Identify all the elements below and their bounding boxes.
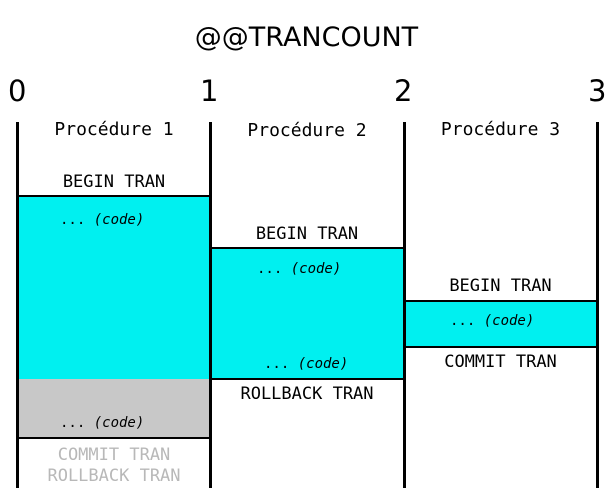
level-line-1 xyxy=(209,122,212,488)
tick-2: 2 xyxy=(394,74,413,108)
proc3-title: Procédure 3 xyxy=(440,119,561,140)
proc2-active-block xyxy=(210,248,404,379)
proc1-begin-line xyxy=(17,195,210,197)
proc1-end-line xyxy=(17,437,210,439)
proc2-end-line xyxy=(210,378,404,380)
proc3-begin-tran: BEGIN TRAN xyxy=(449,276,552,296)
proc3-begin-line xyxy=(404,300,597,302)
level-line-3 xyxy=(596,122,599,488)
proc2-begin-line xyxy=(210,247,404,249)
proc1-rolledback-block xyxy=(17,379,210,438)
proc1-title: Procédure 1 xyxy=(54,119,174,140)
proc1-active-block xyxy=(17,196,210,379)
proc2-code-2: ... (code) xyxy=(264,356,349,372)
proc2-rollback-tran: ROLLBACK TRAN xyxy=(240,384,374,404)
level-line-2 xyxy=(403,122,406,488)
proc3-end-line xyxy=(404,346,597,348)
proc1-begin-tran: BEGIN TRAN xyxy=(62,172,166,192)
proc3-active-block xyxy=(404,301,597,347)
proc3-commit-tran: COMMIT TRAN xyxy=(444,352,557,372)
proc1-code-1: ... (code) xyxy=(60,212,145,228)
proc2-begin-tran: BEGIN TRAN xyxy=(255,224,359,244)
proc1-code-2: ... (code) xyxy=(60,415,145,431)
proc1-commit-tran: COMMIT TRAN xyxy=(57,445,171,465)
proc3-code-1: ... (code) xyxy=(450,313,535,329)
tick-3: 3 xyxy=(588,74,607,108)
proc2-code-1: ... (code) xyxy=(257,261,342,277)
proc1-rollback-tran: ROLLBACK TRAN xyxy=(47,466,181,486)
level-line-0 xyxy=(16,122,19,488)
tick-0: 0 xyxy=(8,74,27,108)
proc2-title: Procédure 2 xyxy=(247,120,367,141)
diagram-title: @@TRANCOUNT xyxy=(194,22,419,53)
tick-1: 1 xyxy=(200,74,219,108)
